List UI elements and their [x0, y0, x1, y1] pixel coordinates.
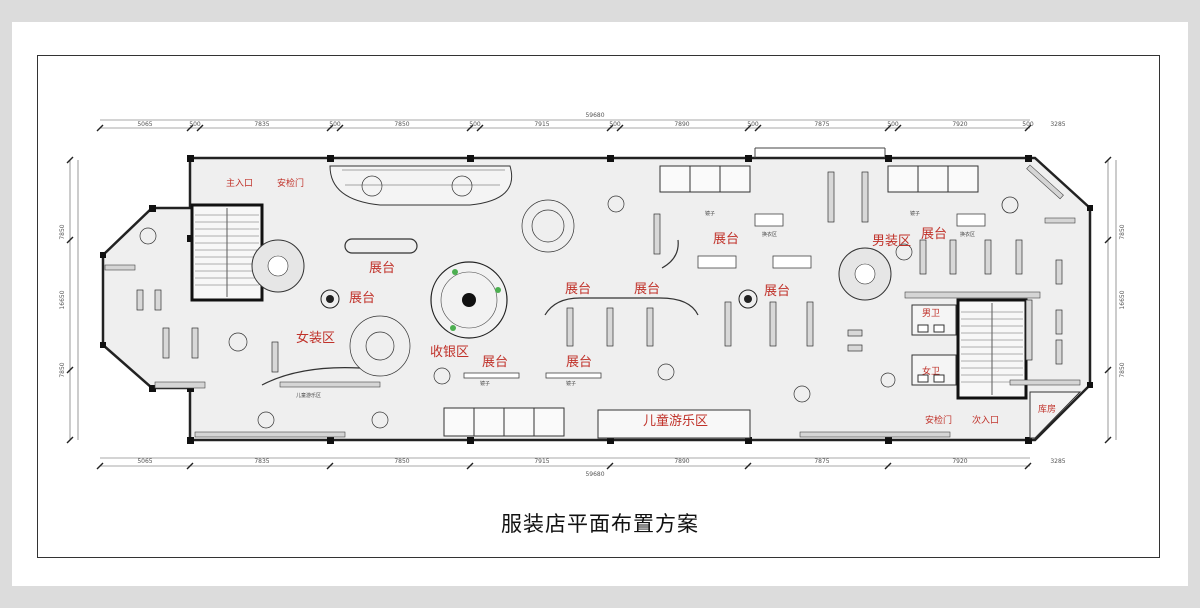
dim-seg-8: 3285: [1050, 121, 1066, 128]
drawing-frame: [37, 55, 1160, 558]
clothing-racks: [136, 171, 1063, 373]
plant-decorations: [257, 175, 575, 429]
dim-seg-3-bottom: 7850: [394, 458, 410, 465]
dimension-ticks: [66, 124, 1112, 470]
wall-shelving: [104, 164, 1081, 438]
left-stair-core: [190, 203, 305, 302]
label-display-2: 展台: [349, 291, 376, 306]
label-display-7: 展台: [764, 284, 791, 299]
dim-side-left-3: 7850: [59, 362, 66, 378]
top-counter: [329, 165, 512, 206]
label-display-6: 展台: [634, 282, 661, 297]
dim-side-right-2: 16650: [1119, 290, 1126, 310]
structural-columns: [100, 155, 1093, 444]
restrooms: [911, 304, 957, 386]
label-security-door-bottom: 安检门: [925, 416, 953, 426]
kids-play-area: [597, 409, 751, 439]
label-mens-zone: 男装区: [872, 234, 912, 249]
dim-side-left-2: 16650: [59, 290, 66, 310]
label-mirror-2: 镜子: [910, 211, 921, 217]
dim-seg-1: 5065: [137, 121, 153, 128]
storage-room: [1029, 391, 1082, 439]
dim-seg-2: 7835: [254, 121, 270, 128]
label-womens-wc: 女卫: [922, 367, 941, 377]
benches: [463, 213, 986, 379]
label-storage: 库房: [1038, 405, 1057, 415]
dim-seg-7: 7920: [952, 121, 968, 128]
dim-seg-3: 7850: [394, 121, 410, 128]
dim-seg-4: 7915: [534, 121, 550, 128]
label-mens-wc: 男卫: [922, 309, 941, 319]
label-display-8: 展台: [482, 355, 509, 370]
label-mirror-1: 镜子: [705, 211, 716, 217]
dim-seg-8-bottom: 3285: [1050, 458, 1066, 465]
dim-seg-1-bottom: 5065: [137, 458, 153, 465]
dim-total-bottom: 59680: [585, 471, 605, 478]
dim-seg-7-bottom: 7920: [952, 458, 968, 465]
label-side-entrance: 次入口: [972, 416, 1000, 426]
dim-side-right-3: 7850: [1119, 362, 1126, 378]
dim-total-top: 59680: [585, 112, 605, 119]
label-mirror-4: 镜子: [566, 381, 577, 387]
dim-seg-4-bottom: 7915: [534, 458, 550, 465]
curved-racks: [261, 239, 699, 386]
label-display-9: 展台: [566, 355, 593, 370]
label-display-3: 展台: [713, 232, 740, 247]
dim-small-1: 500: [189, 121, 201, 128]
dim-side-left-1: 7850: [59, 224, 66, 240]
label-security-door-top: 安检门: [277, 179, 305, 189]
dim-side-right-1: 7850: [1119, 224, 1126, 240]
dimension-lines: [69, 119, 1117, 467]
label-mirror-3: 镜子: [480, 381, 491, 387]
dim-seg-6-bottom: 7875: [814, 458, 830, 465]
dim-small-5: 500: [747, 121, 759, 128]
label-main-entrance: 主入口: [226, 179, 254, 189]
dim-seg-2-bottom: 7835: [254, 458, 270, 465]
round-table: [1001, 196, 1019, 214]
dim-small-7: 500: [1022, 121, 1034, 128]
right-stair-core: [838, 247, 1028, 400]
label-display-1: 展台: [369, 261, 396, 276]
round-displays: [320, 289, 758, 309]
label-display-4: 展台: [921, 227, 948, 242]
dim-small-2: 500: [329, 121, 341, 128]
dim-seg-6: 7875: [814, 121, 830, 128]
label-display-5: 展台: [565, 282, 592, 297]
fitting-rooms-top: [659, 165, 979, 193]
cashier-counter: [430, 261, 508, 339]
fitting-rooms-bottom: [443, 407, 565, 437]
dim-small-3: 500: [469, 121, 481, 128]
dim-seg-5-bottom: 7890: [674, 458, 690, 465]
dim-small-6: 500: [887, 121, 899, 128]
label-kids-zone: 儿童游乐区: [643, 414, 709, 429]
lounge-chairs: [139, 195, 913, 403]
plan-title: 服装店平面布置方案: [501, 512, 699, 536]
label-fitting-1: 换衣区: [762, 232, 778, 238]
label-womens-zone: 女装区: [296, 331, 336, 346]
label-cashier-zone: 收银区: [430, 345, 470, 360]
label-fitting-2: 换衣区: [960, 232, 976, 238]
dim-small-4: 500: [609, 121, 621, 128]
dim-seg-5: 7890: [674, 121, 690, 128]
label-kids-play-small: 儿童游乐区: [296, 393, 322, 399]
oval-display: [344, 238, 418, 254]
